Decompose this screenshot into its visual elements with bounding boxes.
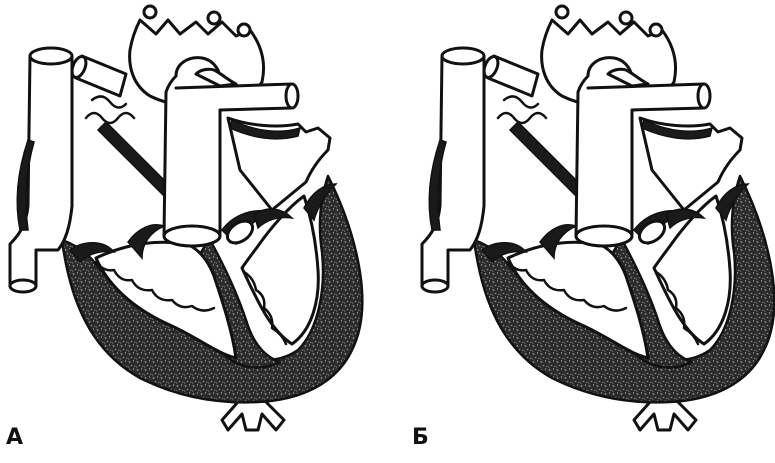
- heart-panel-b: [422, 6, 774, 430]
- panel-label-b: Б: [412, 427, 429, 449]
- heart-panel-a: [10, 6, 362, 430]
- panel-label-a: А: [6, 427, 23, 449]
